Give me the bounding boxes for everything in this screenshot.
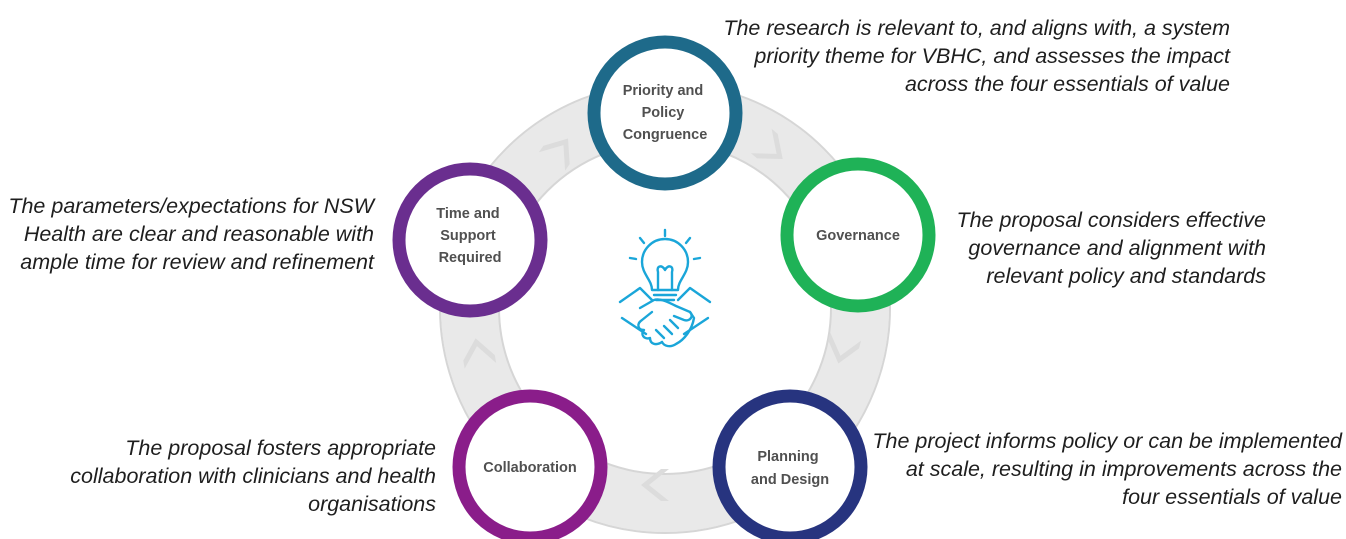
description-governance-line-3: relevant policy and standards	[986, 264, 1266, 288]
stage-collaboration-ring	[452, 389, 608, 539]
stage-time: Time and Support Required	[392, 162, 548, 318]
description-time-line-1: The parameters/expectations for NSW	[8, 194, 374, 218]
description-collaboration-line-2: collaboration with clinicians and health	[70, 464, 436, 488]
description-priority: The research is relevant to, and aligns …	[723, 14, 1230, 98]
description-planning: The project informs policy or can be imp…	[872, 427, 1342, 511]
chevron-icon-2	[750, 128, 783, 159]
stage-time-label-1: Time and	[436, 206, 499, 222]
description-planning-line-2: at scale, resulting in improvements acro…	[905, 457, 1342, 481]
stage-governance: Governance	[780, 157, 936, 313]
stage-priority-ring	[587, 35, 743, 191]
stage-time-ring	[392, 162, 548, 318]
description-collaboration-line-3: organisations	[308, 492, 436, 516]
description-governance-line-2: governance and alignment with	[968, 236, 1266, 260]
description-priority-line-3: across the four essentials of value	[904, 72, 1230, 96]
stage-time-label-3: Required	[439, 250, 502, 266]
svg-text:Time and Support R: Time and Support Required	[436, 206, 503, 266]
description-priority-line-2: priority theme for VBHC, and assesses th…	[754, 44, 1230, 68]
stage-governance-label-1: Governance	[816, 228, 900, 244]
svg-text:Planning and Design: Planning and Design	[751, 449, 829, 488]
description-time-line-3: ample time for review and refinement	[20, 250, 374, 274]
stage-priority-label-2: Policy	[642, 105, 685, 121]
description-governance-line-1: The proposal considers effective	[956, 208, 1266, 232]
svg-text:Collaboration: Collaboration	[483, 460, 576, 476]
svg-text:Governance: Governance	[816, 228, 900, 244]
chevron-icon-4	[641, 469, 669, 501]
chevron-icon-1	[538, 138, 570, 171]
lightbulb-handshake-icon	[618, 228, 712, 348]
stage-planning-label-1: Planning	[757, 449, 818, 465]
stage-priority-label-1: Priority and	[623, 83, 704, 99]
chevron-icon-3	[828, 332, 862, 364]
description-priority-line-1: The research is relevant to, and aligns …	[723, 16, 1230, 40]
description-collaboration: The proposal fosters appropriate collabo…	[70, 434, 436, 518]
stage-priority: Priority and Policy Congruence	[587, 35, 743, 191]
svg-text:Priority and Policy: Priority and Policy Congruence	[623, 83, 708, 143]
stage-planning-label-2: and Design	[751, 472, 829, 488]
stage-planning: Planning and Design	[712, 389, 868, 539]
stage-priority-label-3: Congruence	[623, 127, 708, 143]
description-planning-line-1: The project informs policy or can be imp…	[872, 429, 1342, 453]
description-governance: The proposal considers effective governa…	[956, 206, 1266, 290]
stage-governance-ring	[780, 157, 936, 313]
stage-collaboration: Collaboration	[452, 389, 608, 539]
description-collaboration-line-1: The proposal fosters appropriate	[125, 436, 436, 460]
stage-planning-ring	[712, 389, 868, 539]
stage-time-label-2: Support	[440, 228, 496, 244]
description-time-line-2: Health are clear and reasonable with	[23, 222, 374, 246]
description-planning-line-3: four essentials of value	[1122, 485, 1342, 509]
chevron-icon-5	[463, 338, 497, 369]
description-time: The parameters/expectations for NSW Heal…	[8, 192, 374, 276]
stage-collaboration-label-1: Collaboration	[483, 460, 576, 476]
